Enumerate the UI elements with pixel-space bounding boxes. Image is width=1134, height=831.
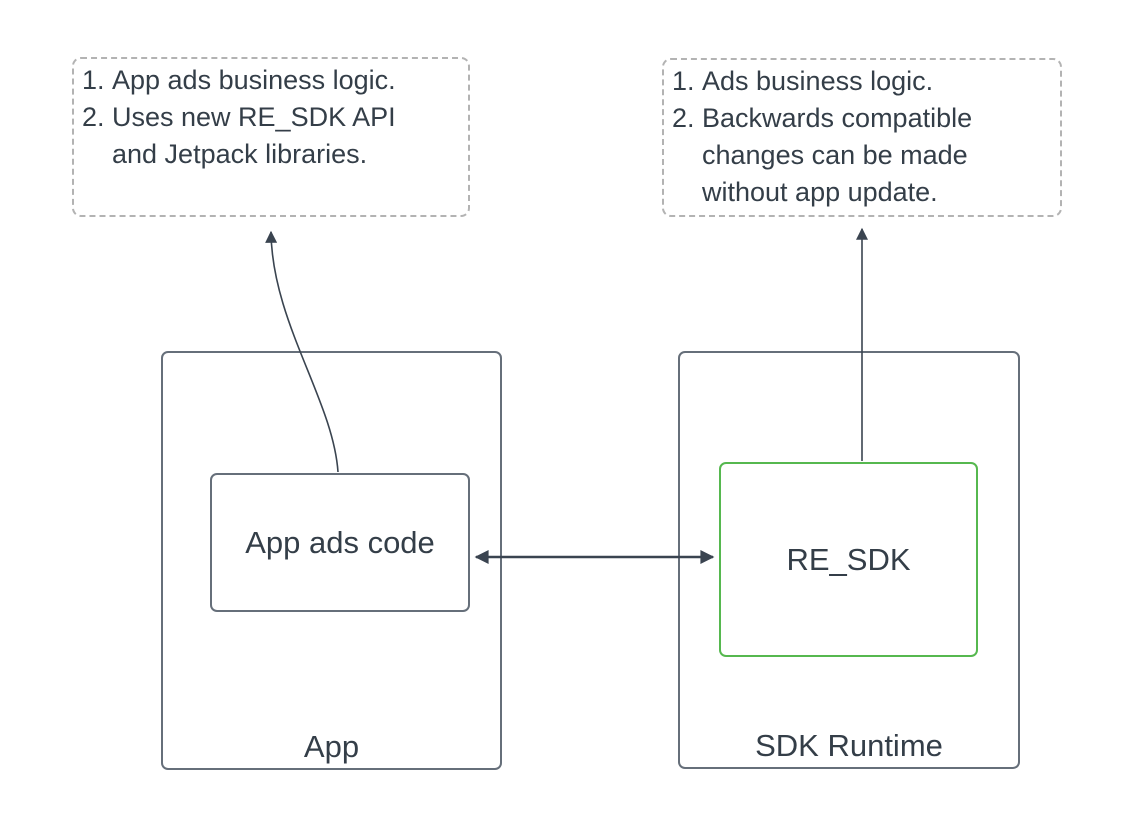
app-ads-code-node: App ads code bbox=[210, 473, 470, 612]
note-app-list: App ads business logic. Uses new RE_SDK … bbox=[78, 62, 460, 173]
note-item: App ads business logic. bbox=[112, 62, 424, 99]
app-container-label: App bbox=[303, 729, 360, 764]
note-sdk-list: Ads business logic. Backwards compatible… bbox=[668, 63, 1052, 211]
note-item: Uses new RE_SDK API and Jetpack librarie… bbox=[112, 99, 424, 173]
note-item: Backwards compatible changes can be made… bbox=[702, 100, 1014, 211]
re-sdk-node: RE_SDK bbox=[719, 462, 978, 657]
sdk-runtime-container-label: SDK Runtime bbox=[755, 728, 943, 763]
note-sdk-responsibilities: Ads business logic. Backwards compatible… bbox=[662, 58, 1062, 217]
note-app-responsibilities: App ads business logic. Uses new RE_SDK … bbox=[72, 57, 470, 217]
note-item: Ads business logic. bbox=[702, 63, 1014, 100]
app-ads-code-label: App ads code bbox=[245, 524, 435, 560]
re-sdk-label: RE_SDK bbox=[786, 541, 911, 577]
